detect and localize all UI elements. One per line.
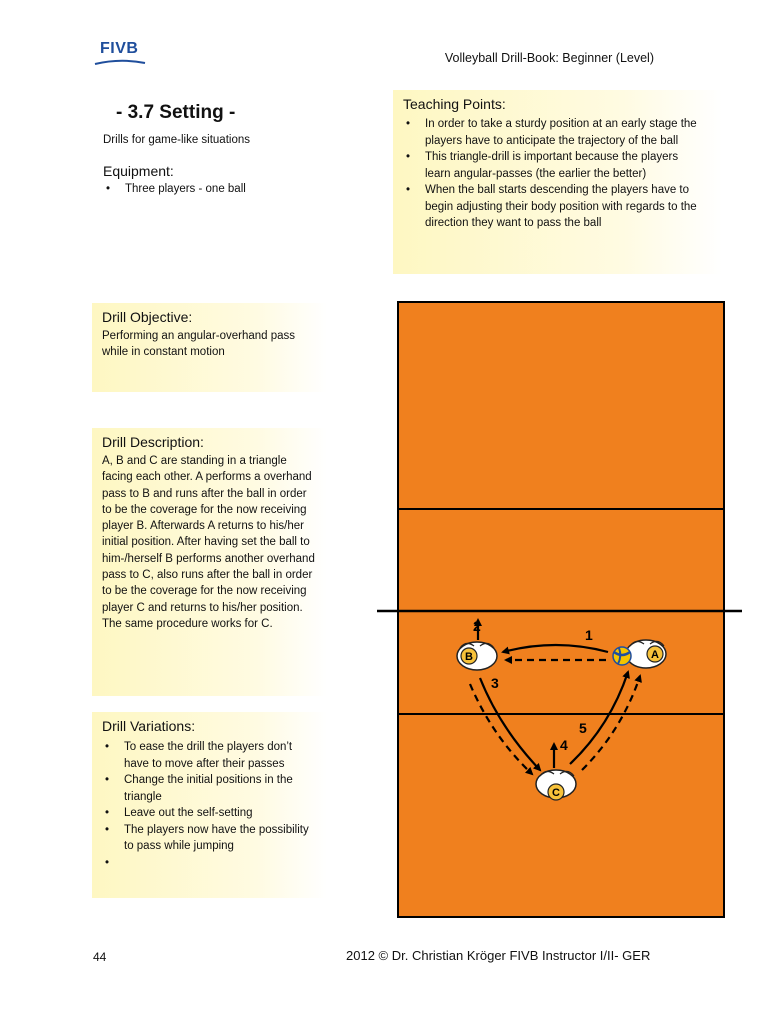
copyright-notice: 2012 © Dr. Christian Kröger FIVB Instruc… bbox=[346, 948, 651, 963]
fivb-logo: FIVB bbox=[94, 40, 150, 68]
drill-objective-text: Performing an angular-overhand pass whil… bbox=[102, 330, 296, 359]
drill-variations-box: Drill Variations: To ease the drill the … bbox=[92, 712, 327, 898]
drill-description-box: Drill Description: A, B and C are standi… bbox=[92, 428, 327, 696]
equipment-list: Three players - one ball bbox=[103, 181, 383, 198]
step-label-4: 4 bbox=[560, 737, 568, 753]
teaching-points-list: In order to take a sturdy position at an… bbox=[403, 116, 703, 232]
drill-description-heading: Drill Description: bbox=[102, 434, 204, 450]
pass-arrow-b-to-c bbox=[478, 677, 542, 772]
pass-arrow-c-to-a bbox=[569, 670, 630, 765]
logo-text: FIVB bbox=[100, 40, 139, 57]
list-item: To ease the drill the players don’t have… bbox=[102, 739, 317, 772]
step-label-3: 3 bbox=[491, 675, 499, 691]
list-item: Leave out the self-setting bbox=[102, 805, 317, 822]
triangle-drill-diagram: B A C 1 2 3 4 5 bbox=[377, 609, 742, 801]
document-title: Volleyball Drill-Book: Beginner (Level) bbox=[444, 51, 654, 65]
list-item: Change the initial positions in the tria… bbox=[102, 772, 317, 805]
list-item: This triangle-drill is important because… bbox=[403, 149, 703, 182]
attack-line-near bbox=[399, 713, 723, 715]
player-b-label: B bbox=[465, 651, 473, 663]
volleyball-court bbox=[397, 301, 725, 918]
drill-objective-heading: Drill Objective: bbox=[102, 309, 193, 325]
list-item: In order to take a sturdy position at an… bbox=[403, 116, 703, 149]
player-b bbox=[456, 641, 498, 671]
teaching-points-box: Teaching Points: In order to take a stur… bbox=[393, 90, 722, 274]
list-item: When the ball starts descending the play… bbox=[403, 182, 703, 232]
drill-objective-box: Drill Objective: Performing an angular-o… bbox=[92, 303, 327, 392]
section-subtitle: Drills for game-like situations bbox=[103, 134, 250, 146]
equipment-heading: Equipment: bbox=[103, 163, 174, 179]
run-arrow-c-to-a bbox=[581, 674, 642, 771]
player-c bbox=[535, 769, 577, 801]
drill-description-text: A, B and C are standing in a triangle fa… bbox=[102, 455, 315, 630]
drill-variations-heading: Drill Variations: bbox=[102, 718, 196, 734]
drill-variations-list: To ease the drill the players don’t have… bbox=[102, 739, 317, 871]
pass-arrow-a-to-b bbox=[501, 643, 609, 655]
list-item: Three players - one ball bbox=[103, 181, 383, 198]
player-a-label: A bbox=[651, 649, 659, 661]
player-a bbox=[625, 639, 667, 669]
step-label-1: 1 bbox=[585, 627, 593, 643]
list-item: The players now have the possibility to … bbox=[102, 822, 317, 855]
attack-line-far bbox=[399, 508, 723, 510]
page-number: 44 bbox=[93, 950, 107, 964]
step-label-5: 5 bbox=[579, 720, 587, 736]
teaching-points-heading: Teaching Points: bbox=[403, 96, 506, 112]
logo-swoosh-icon bbox=[94, 59, 146, 65]
section-title: - 3.7 Setting - bbox=[116, 102, 236, 123]
volleyball-icon bbox=[612, 646, 632, 666]
player-c-label: C bbox=[552, 787, 560, 799]
step-label-2: 2 bbox=[473, 618, 481, 634]
run-arrow-b-to-c bbox=[468, 683, 534, 776]
